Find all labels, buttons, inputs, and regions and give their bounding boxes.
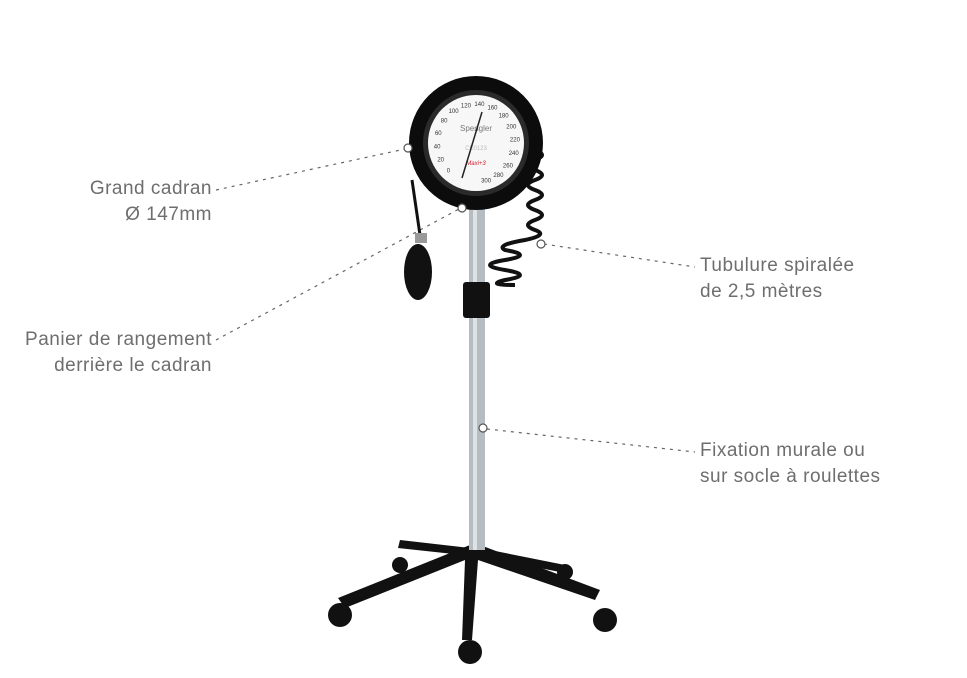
dial-scale-label: 20 [437, 158, 444, 164]
label-basket-line1: Panier de rangement [25, 329, 212, 350]
dial-scale-label: 0 [447, 169, 451, 175]
brand-text: Spengler [460, 124, 492, 133]
label-tube-line2: de 2,5 mètres [700, 281, 823, 302]
dial-scale-label: 200 [506, 125, 517, 131]
dial-scale-label: 60 [435, 131, 442, 137]
leader-lines [215, 148, 696, 453]
dial-scale-label: 40 [434, 144, 441, 150]
label-basket: Panier de rangement derrière le cadran [25, 327, 212, 379]
inflation-bulb [404, 179, 432, 300]
dial-scale-label: 220 [510, 138, 521, 144]
needle [461, 111, 483, 179]
model-text: CE0123 [465, 146, 487, 152]
label-dial: Grand cadran Ø 147mm [90, 176, 212, 228]
label-mount-line2: sur socle à roulettes [700, 466, 881, 487]
logo-text: Maxi+3 [466, 161, 486, 167]
dial-scale-label: 80 [441, 119, 448, 125]
pole-clamp [463, 282, 490, 318]
coiled-tube [488, 148, 544, 287]
dial-scale-label: 260 [503, 163, 514, 169]
label-dial-line1: Grand cadran [89, 178, 212, 199]
dial-scale-label: 240 [509, 151, 520, 157]
label-mount-line1: Fixation murale ou [700, 440, 866, 461]
label-basket-line2: derrière le cadran [54, 355, 212, 376]
dial-scale-label: 280 [493, 173, 504, 179]
dial-scale-label: 180 [499, 113, 510, 119]
dial-scale-label: 120 [461, 103, 472, 109]
label-tube-line1: Tubulure spiralée [700, 255, 855, 276]
dial-scale-label: 140 [474, 102, 485, 108]
label-dial-line2: Ø 147mm [125, 204, 212, 225]
label-mount: Fixation murale ou sur socle à roulettes [700, 438, 881, 490]
rolling-base [328, 540, 617, 664]
label-tube: Tubulure spiralée de 2,5 mètres [700, 253, 855, 305]
dial-scale-label: 160 [487, 106, 498, 112]
dial-scale-label: 100 [449, 109, 460, 115]
dial-scale-label: 300 [481, 179, 492, 185]
callout-markers [403, 143, 546, 433]
